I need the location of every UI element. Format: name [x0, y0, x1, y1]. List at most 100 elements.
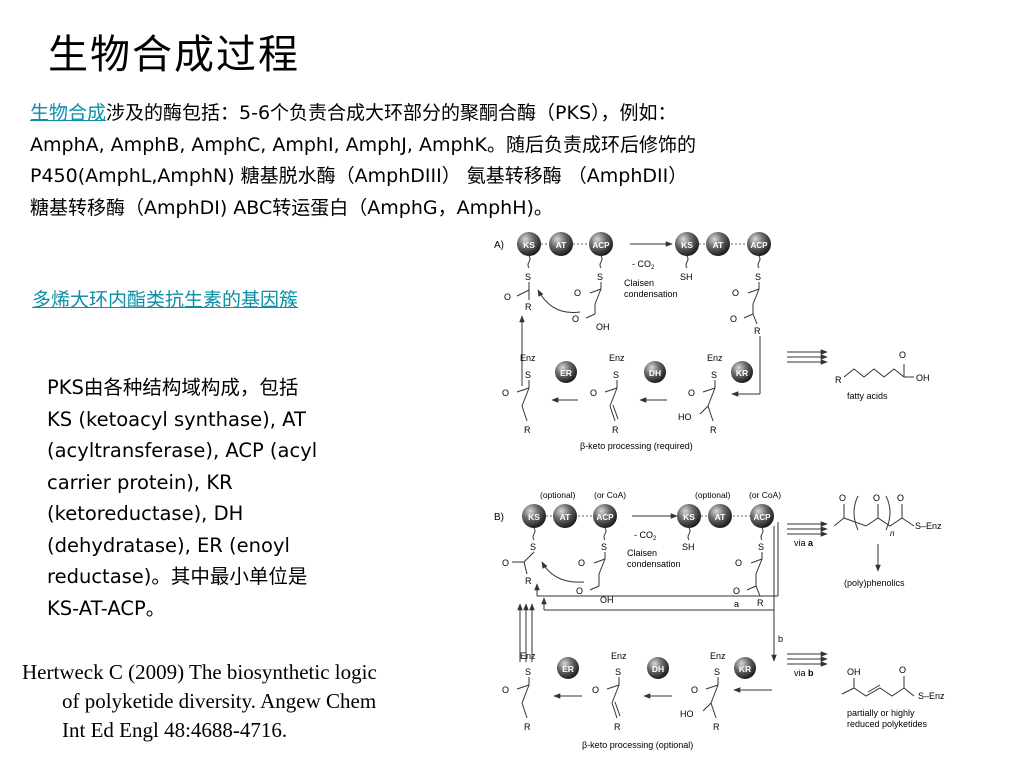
atom-label: S	[758, 542, 764, 552]
reference-line: of polyketide diversity. Angew Chem	[62, 689, 377, 713]
atom-label: O	[502, 388, 509, 398]
domain-label: AT	[713, 240, 725, 250]
atom-label: O	[730, 314, 737, 324]
at-domain-icon	[549, 232, 573, 256]
atom-label: OH	[847, 667, 861, 677]
panel-a-label: A)	[494, 240, 504, 251]
pks-line: reductase)。其中最小单位是	[47, 565, 308, 588]
atom-label: O	[733, 586, 740, 596]
attack-arrow	[537, 289, 581, 314]
at-domain-icon	[706, 232, 730, 256]
reference-line: Hertweck C (2009) The biosynthetic logic	[22, 660, 377, 684]
condensation-label: condensation	[627, 559, 681, 569]
ks-domain-icon	[675, 232, 699, 256]
pks-description: PKS由各种结构域构成，包括 KS (ketoacyl synthase), A…	[47, 372, 387, 624]
biosynthesis-link[interactable]: 生物合成	[30, 102, 107, 124]
pks-line: PKS由各种结构域构成，包括	[47, 376, 299, 399]
attack-arrow	[541, 561, 585, 583]
atom-label: O	[504, 292, 511, 302]
domain-label: DH	[652, 664, 664, 674]
atom-label: Enz	[611, 651, 627, 661]
domain-label: KS	[681, 240, 693, 250]
co2-label: - CO2	[634, 530, 657, 542]
atom-label: O	[732, 288, 739, 298]
atom-label: S	[711, 370, 717, 380]
domain-label: ACP	[597, 513, 615, 522]
atom-label: R	[614, 722, 621, 732]
atom-label: HO	[680, 709, 694, 719]
domain-label: KR	[736, 368, 748, 378]
atom-label: Enz	[609, 353, 625, 363]
condensation-label: condensation	[624, 289, 678, 299]
acp-domain-icon	[750, 504, 774, 528]
intro-line-1: 生物合成涉及的酶包括：5-6个负责合成大环部分的聚酮合酶（PKS），例如：	[30, 98, 910, 130]
ks-domain-icon	[677, 504, 701, 528]
processing-label: β-keto processing (optional)	[582, 740, 693, 750]
er-domain-icon	[557, 657, 579, 679]
polyketide-scheme: A) KS AT ACP S O R S O O OH - CO2 Claise…	[494, 232, 945, 750]
atom-label: O	[839, 493, 846, 503]
dh-domain-icon	[647, 657, 669, 679]
atom-label: S	[601, 542, 607, 552]
atom-label: O	[735, 558, 742, 568]
product-label: (poly)phenolics	[844, 578, 905, 588]
panel-a: A) KS AT ACP S O R S O O OH - CO2 Claise…	[494, 232, 930, 451]
ks-domain-icon	[517, 232, 541, 256]
atom-label: Enz	[520, 651, 536, 661]
atom-label: R	[713, 722, 720, 732]
atom-label: O	[592, 685, 599, 695]
domain-label: DH	[649, 368, 661, 378]
or-coa-label: (or CoA)	[749, 490, 781, 500]
kr-domain-icon	[731, 361, 753, 383]
pks-line: (dehydratase), ER (enoyl	[47, 533, 290, 557]
atom-label: O	[899, 350, 906, 360]
polyketo-chain	[843, 517, 915, 527]
atom-label: O	[502, 558, 509, 568]
at-domain-icon	[553, 504, 577, 528]
pks-line: (ketoreductase), DH	[47, 502, 244, 525]
atom-label: O	[572, 314, 579, 324]
reference-citation: Hertweck C (2009) The biosynthetic logic…	[22, 658, 472, 745]
intro-line-4: 糖基转移酶（AmphDI) ABC转运蛋白（AmphG，AmphH)。	[30, 196, 553, 219]
atom-label: R	[524, 722, 531, 732]
atom-label: S	[525, 272, 531, 282]
atom-label: S	[597, 272, 603, 282]
pks-line: KS-AT-ACP。	[47, 596, 166, 620]
domain-label: ER	[560, 368, 572, 378]
acp-domain-icon	[593, 504, 617, 528]
atom-label: S	[714, 667, 720, 677]
acp-domain-icon	[589, 232, 613, 256]
atom-label: O	[899, 665, 906, 675]
gene-cluster-link[interactable]: 多烯大环内酯类抗生素的基因簇	[32, 289, 299, 311]
processing-label: β-keto processing (required)	[580, 441, 693, 451]
intro-line-2: AmphA, AmphB, AmphC, AmphI, AmphJ, AmphK…	[30, 133, 697, 156]
product-label: fatty acids	[847, 391, 888, 401]
atom-label: R	[524, 425, 531, 435]
reduced-chain	[841, 687, 915, 697]
atom-label: OH	[916, 373, 930, 383]
slide-title: 生物合成过程	[48, 32, 300, 78]
via-a-label: via a	[794, 538, 814, 548]
route-a-label: a	[734, 599, 739, 609]
dh-domain-icon	[644, 361, 666, 383]
atom-label: R	[612, 425, 619, 435]
atom-label: O	[897, 493, 904, 503]
pks-line: carrier protein), KR	[47, 470, 233, 494]
domain-label: AT	[715, 512, 727, 522]
acp-domain-icon	[747, 232, 771, 256]
atom-label: O	[873, 493, 880, 503]
intro-line-3: P450(AmphL,AmphN) 糖基脱水酶（AmphDIII） 氨基转移酶 …	[30, 165, 688, 187]
atom-label: O	[691, 685, 698, 695]
ks-domain-icon	[522, 504, 546, 528]
atom-label: R	[757, 598, 764, 608]
atom-label: Enz	[520, 353, 536, 363]
wavy-bond	[527, 255, 531, 269]
fatty-acid-chain	[843, 368, 905, 378]
atom-label: S	[613, 370, 619, 380]
intro-line-1-rest: 涉及的酶包括：5-6个负责合成大环部分的聚酮合酶（PKS），例如：	[106, 102, 677, 124]
or-coa-label: (or CoA)	[594, 490, 626, 500]
optional-label: (optional)	[540, 490, 576, 500]
atom-label: O	[502, 685, 509, 695]
pks-line: KS (ketoacyl synthase), AT	[47, 407, 306, 431]
atom-label: R	[525, 302, 532, 312]
